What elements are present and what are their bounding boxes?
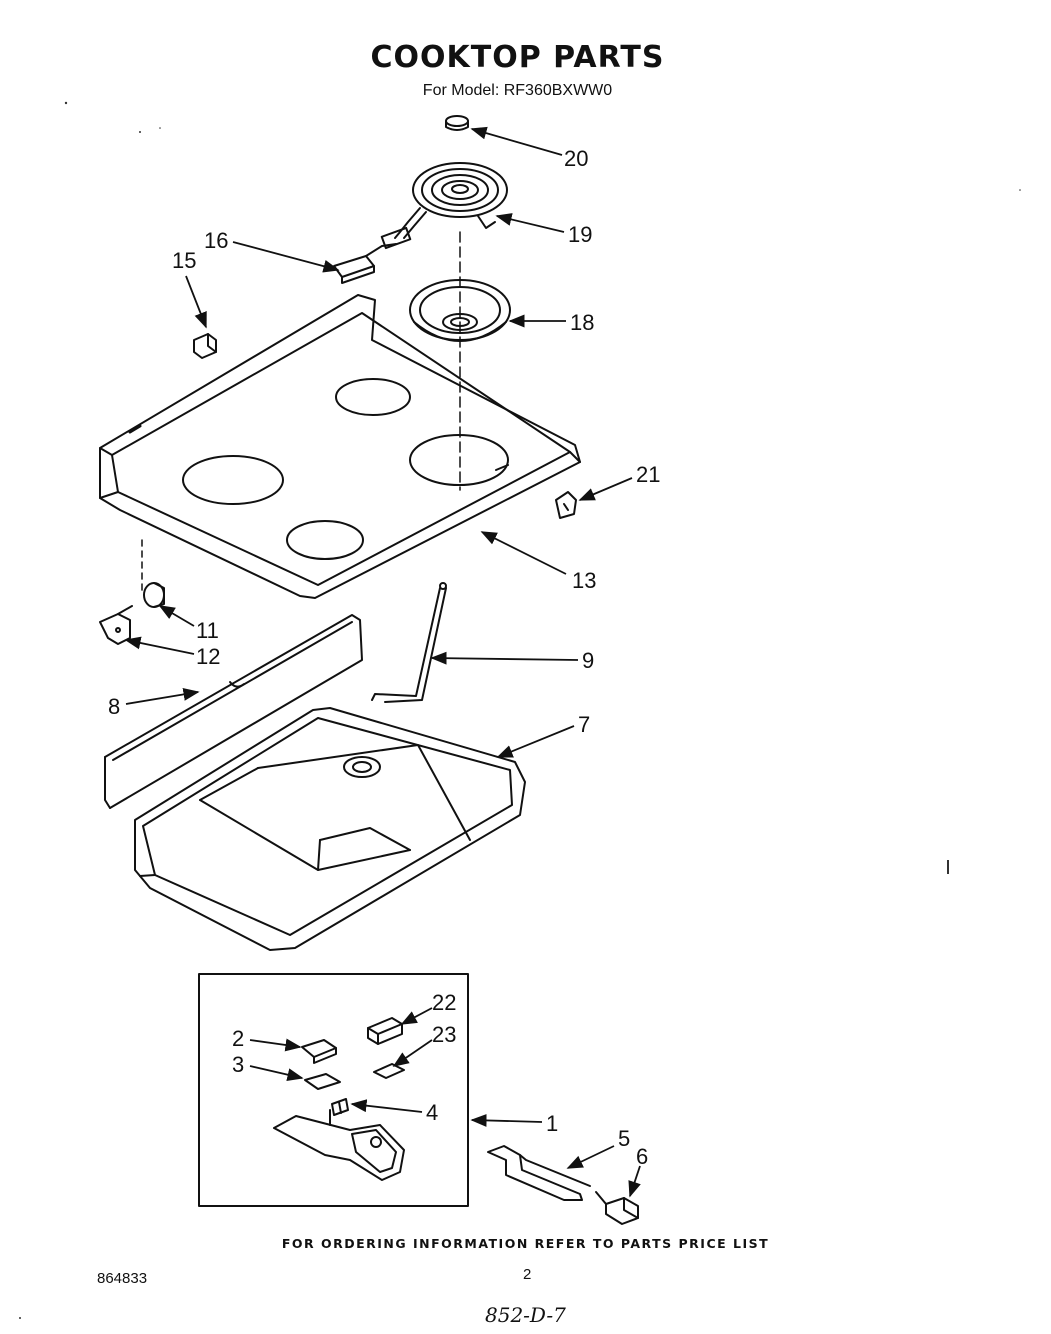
leader-2 xyxy=(249,1038,302,1052)
leader-16 xyxy=(232,241,340,273)
leader-8 xyxy=(125,688,200,705)
callout-3: 3 xyxy=(232,1052,244,1077)
scan-specks xyxy=(19,101,1021,1319)
inset-frame xyxy=(198,973,469,1207)
leader-22 xyxy=(400,1007,433,1025)
page-number: 2 xyxy=(523,1266,532,1283)
part-2-switch xyxy=(301,1039,337,1064)
leader-5 xyxy=(566,1145,615,1169)
leader-23 xyxy=(392,1039,433,1067)
leader-3 xyxy=(249,1065,304,1082)
callout-23: 23 xyxy=(432,1022,456,1047)
callout-6: 6 xyxy=(636,1144,648,1169)
part-9-rod xyxy=(371,582,447,703)
part-15-clip xyxy=(193,333,217,359)
leader-4 xyxy=(350,1099,423,1113)
callout-9: 9 xyxy=(582,648,594,673)
leader-19 xyxy=(495,213,565,233)
document-number: 864833 xyxy=(97,1270,148,1287)
part-8-channel xyxy=(104,614,363,809)
callout-19: 19 xyxy=(568,222,592,247)
part-20-cap xyxy=(445,115,469,131)
leader-13 xyxy=(480,531,567,575)
page-title: COOKTOP PARTS xyxy=(370,40,665,75)
part-6-terminal xyxy=(595,1191,639,1225)
callout-16: 16 xyxy=(204,228,228,253)
callout-21: 21 xyxy=(636,462,660,487)
leader-11 xyxy=(158,605,195,627)
callout-13: 13 xyxy=(572,568,596,593)
callout-20: 20 xyxy=(564,146,588,171)
leader-20 xyxy=(470,126,563,156)
part-5-bracket xyxy=(487,1145,591,1201)
callout-2: 2 xyxy=(232,1026,244,1051)
part-7-burner-box xyxy=(134,707,526,951)
part-21-clip xyxy=(555,491,577,519)
callout-8: 8 xyxy=(108,694,120,719)
part-23-plate xyxy=(373,1063,405,1079)
leader-9 xyxy=(430,651,579,665)
leader-7 xyxy=(496,725,575,758)
part-13-cooktop xyxy=(99,294,581,599)
part-12-bracket xyxy=(99,605,133,645)
callout-11: 11 xyxy=(196,618,219,643)
model-subtitle: For Model: RF360BXWW0 xyxy=(422,82,613,99)
callout-12: 12 xyxy=(196,644,220,669)
callout-15: 15 xyxy=(172,248,196,273)
leader-6 xyxy=(628,1165,641,1198)
part-22-block xyxy=(367,1017,403,1045)
leader-12 xyxy=(124,636,195,655)
part-3-plate xyxy=(304,1073,341,1090)
callout-1: 1 xyxy=(546,1111,558,1136)
callout-22: 22 xyxy=(432,990,456,1015)
callout-18: 18 xyxy=(570,310,594,335)
ordering-note: FOR ORDERING INFORMATION REFER TO PARTS … xyxy=(281,1236,770,1251)
handwritten-code: 852-D-7 xyxy=(485,1303,566,1327)
callout-7: 7 xyxy=(578,712,590,737)
callout-5: 5 xyxy=(618,1126,630,1151)
part-19-surface-element xyxy=(380,162,508,250)
part-11-bumper xyxy=(143,582,165,608)
leader-15 xyxy=(185,275,207,329)
switch-assembly-base xyxy=(273,1109,405,1181)
leader-21 xyxy=(578,477,633,501)
part-4-clip xyxy=(331,1098,349,1116)
part-16-terminal-block xyxy=(333,243,397,284)
callout-4: 4 xyxy=(426,1100,438,1125)
leader-1 xyxy=(470,1113,543,1127)
